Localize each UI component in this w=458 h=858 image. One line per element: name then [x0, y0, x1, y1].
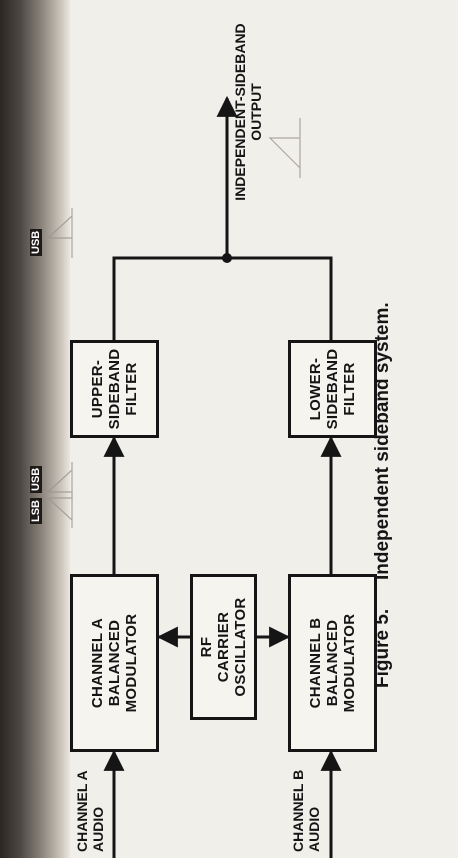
channel-b-balanced-modulator: CHANNEL B BALANCED MODULATOR: [288, 574, 377, 752]
block-label: RF CARRIER OSCILLATOR: [198, 597, 249, 697]
usb-spectrum-label: USB: [30, 465, 42, 493]
lsb-spectrum-label: LSB: [30, 498, 42, 524]
figure-title: Independent sideband system.: [372, 302, 393, 580]
figure-caption: Figure 5. Independent sideband system.: [372, 88, 394, 688]
usb-output-spectrum-label: USB: [30, 228, 42, 256]
usb-filter-output-line: [112, 256, 227, 340]
spectrum-sketch-mid: [46, 469, 73, 521]
block-label: LOWER- SIDEBAND FILTER: [307, 348, 358, 430]
independent-sideband-output-label: INDEPENDENT-SIDEBAND OUTPUT: [232, 23, 264, 201]
lsb-filter-output-line: [227, 256, 333, 340]
block-label: CHANNEL B BALANCED MODULATOR: [307, 613, 358, 713]
block-label: UPPER- SIDEBAND FILTER: [89, 348, 140, 430]
channel-b-audio-label: CHANNEL B AUDIO: [290, 769, 322, 852]
spectrum-sketch-lower: [268, 137, 301, 169]
upper-sideband-filter: UPPER- SIDEBAND FILTER: [70, 340, 159, 438]
block-label: CHANNEL A BALANCED MODULATOR: [89, 613, 140, 713]
lower-sideband-filter: LOWER- SIDEBAND FILTER: [288, 340, 377, 438]
figure-number: Figure 5.: [372, 608, 393, 688]
rf-carrier-oscillator: RF CARRIER OSCILLATOR: [190, 574, 257, 720]
channel-a-audio-label: CHANNEL A AUDIO: [74, 770, 106, 852]
channel-a-balanced-modulator: CHANNEL A BALANCED MODULATOR: [70, 574, 159, 752]
spectrum-sketch-top: [46, 215, 73, 239]
scanned-page-edge: [0, 0, 70, 858]
junction-dot: [222, 253, 232, 263]
